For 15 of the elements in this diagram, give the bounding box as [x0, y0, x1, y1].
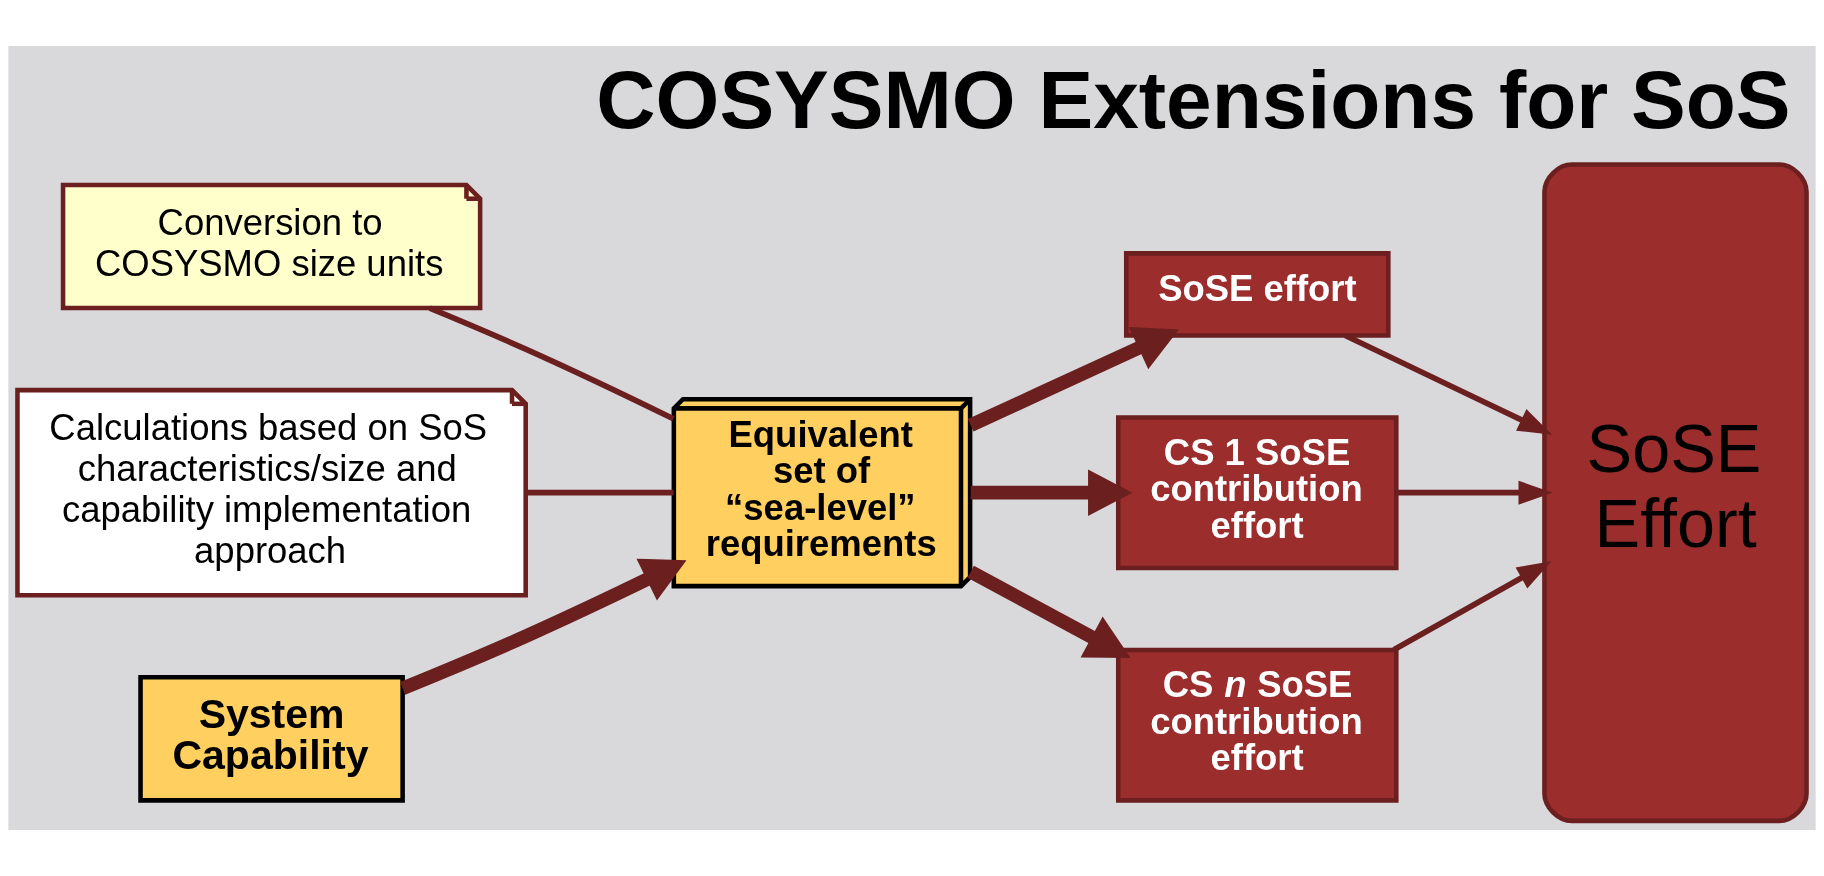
node-box: System Capability [138, 675, 405, 803]
connector [428, 305, 675, 422]
node-box: SoSE Effort [1542, 162, 1809, 824]
arrow [1392, 561, 1552, 653]
node-box: CS 1 SoSE contribution effort [1116, 415, 1399, 571]
node-box: SoSE effort [1123, 251, 1391, 338]
arrow [970, 469, 1133, 516]
arrow [967, 565, 1131, 659]
arrow [967, 326, 1179, 432]
node-box: CS n SoSE contribution effort [1116, 647, 1399, 803]
diagram-title: COSYSMO Extensions for SoS [596, 53, 1791, 145]
connector [526, 489, 674, 496]
arrow [400, 558, 687, 695]
arrow [1396, 480, 1553, 505]
arrow [1344, 332, 1553, 435]
